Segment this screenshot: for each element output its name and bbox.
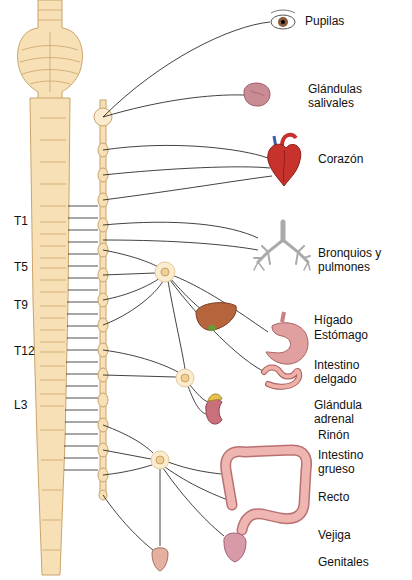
liver-icon (196, 303, 236, 331)
organ-label: Glándula adrenal (314, 398, 380, 426)
organ-label: Intestino delgado (314, 358, 380, 386)
label-text: Glándulas salivales (308, 82, 362, 110)
rami-lines (64, 206, 98, 470)
segment-label: T1 (14, 214, 28, 228)
brain-stem (18, 0, 83, 100)
bronchi-icon (254, 222, 310, 270)
label-text: Pupilas (305, 14, 344, 28)
segment-label: T5 (14, 260, 28, 274)
small-intestine-icon (264, 368, 299, 387)
organ-label: Bronquios y pulmones (318, 246, 402, 274)
label-text: Intestino delgado (314, 358, 359, 386)
segment-label: L3 (14, 398, 27, 412)
organ-label: Estómago (314, 328, 368, 342)
label-text: Rinón (318, 428, 349, 442)
organ-label: Pupilas (305, 14, 344, 28)
label-text: Hígado (314, 313, 353, 327)
label-text: T5 (14, 260, 28, 274)
organ-label: Glándulas salivales (308, 82, 380, 110)
genitals-icon (152, 548, 168, 571)
stomach-icon (266, 312, 308, 364)
label-text: Recto (318, 490, 349, 504)
chain-ganglia (94, 108, 112, 500)
organ-label: Rinón (318, 428, 349, 442)
segment-ticks (40, 118, 66, 550)
organ-label: Vejiga (318, 528, 351, 542)
label-text: Corazón (318, 152, 363, 166)
label-text: Genitales (318, 555, 369, 569)
label-text: Glándula adrenal (314, 398, 362, 426)
bladder-icon (224, 533, 246, 562)
heart-icon (268, 135, 301, 186)
label-text: Bronquios y pulmones (318, 246, 381, 274)
organ-label: Corazón (318, 152, 363, 166)
segment-label: T12 (14, 344, 35, 358)
large-intestine-icon (226, 450, 307, 530)
label-text: T9 (14, 298, 28, 312)
label-text: Intestino grueso (318, 448, 363, 476)
organ-label: Hígado (314, 313, 353, 327)
label-text: Vejiga (318, 528, 351, 542)
organ-label: Genitales (318, 555, 369, 569)
label-text: Estómago (314, 328, 368, 342)
label-text: L3 (14, 398, 27, 412)
cerebellum-folds (20, 10, 80, 92)
nerve-lines (103, 22, 272, 550)
segment-label: T9 (14, 298, 28, 312)
eye-icon (271, 10, 295, 29)
kidney-icon (206, 394, 222, 424)
spinal-cord (30, 98, 70, 575)
prevertebral-ganglia (151, 262, 194, 469)
salivary-gland-icon (244, 83, 270, 106)
label-text: T1 (14, 214, 28, 228)
label-text: T12 (14, 344, 35, 358)
organ-label: Intestino grueso (318, 448, 384, 476)
organ-label: Recto (318, 490, 349, 504)
